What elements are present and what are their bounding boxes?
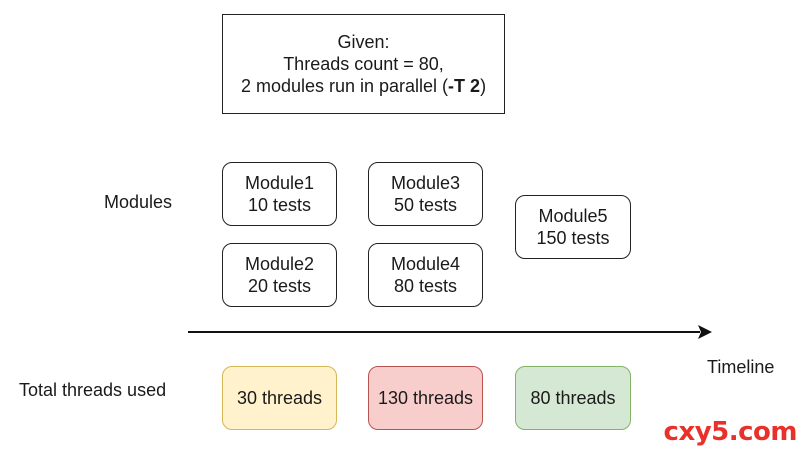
parallel-flag: -T 2 xyxy=(448,76,481,96)
module-name: Module1 xyxy=(244,173,315,193)
module4-box: Module4 80 tests xyxy=(368,243,483,307)
thread-count: 30 threads xyxy=(236,388,323,408)
threads-count-text: Threads count = 80, xyxy=(283,54,444,74)
module-name: Module2 xyxy=(244,254,315,274)
parallel-text: 2 modules run in parallel (-T 2) xyxy=(241,75,486,97)
thread-count: 130 threads xyxy=(377,388,474,408)
watermark: cxy5.com xyxy=(663,417,798,447)
module-tests: 20 tests xyxy=(247,276,312,296)
threads-phase2-box: 130 threads xyxy=(368,366,483,430)
threads-phase1-box: 30 threads xyxy=(222,366,337,430)
module-tests: 80 tests xyxy=(393,276,458,296)
total-threads-label: Total threads used xyxy=(19,380,167,400)
parallel-text-prefix: 2 modules run in parallel ( xyxy=(240,76,449,96)
modules-label: Modules xyxy=(104,192,173,212)
module-tests: 10 tests xyxy=(247,195,312,215)
thread-count: 80 threads xyxy=(530,388,616,408)
module3-box: Module3 50 tests xyxy=(368,162,483,226)
module2-box: Module2 20 tests xyxy=(222,243,337,307)
given-box: Given: Threads count = 80, 2 modules run… xyxy=(222,14,505,114)
parallel-text-suffix: ) xyxy=(480,76,487,96)
given-title: Given: xyxy=(337,32,390,52)
module-name: Module3 xyxy=(390,173,461,193)
module5-box: Module5 150 tests xyxy=(515,195,631,259)
module-name: Module4 xyxy=(390,254,461,274)
module-tests: 50 tests xyxy=(393,195,458,215)
module1-box: Module1 10 tests xyxy=(222,162,337,226)
module-tests: 150 tests xyxy=(536,228,610,248)
threads-phase3-box: 80 threads xyxy=(515,366,631,430)
module-name: Module5 xyxy=(538,206,608,226)
timeline-label: Timeline xyxy=(707,357,775,377)
timeline-arrowhead xyxy=(698,325,712,339)
